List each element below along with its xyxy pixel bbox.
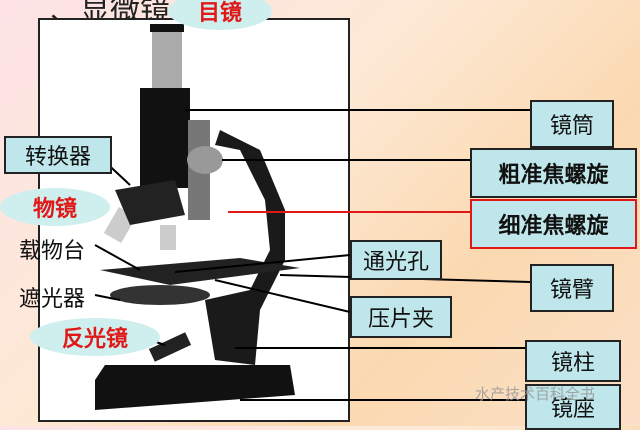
label-eyepiece: 目镜	[168, 0, 272, 30]
label-tube: 镜筒	[530, 100, 614, 148]
label-aperture: 通光孔	[350, 240, 442, 280]
label-stage: 载物台	[18, 239, 85, 264]
label-fine-focus: 细准焦螺旋	[470, 199, 637, 249]
label-clip: 压片夹	[350, 296, 452, 338]
label-nosepiece: 转换器	[4, 136, 112, 174]
coarse-knob	[187, 146, 223, 174]
arm-shape	[205, 130, 285, 365]
label-mirror: 反光镜	[30, 318, 160, 356]
label-diaphragm: 遮光器	[18, 287, 85, 312]
label-pillar: 镜柱	[525, 340, 621, 382]
tube-shape	[140, 88, 190, 188]
label-arm: 镜臂	[530, 264, 614, 312]
label-base: 镜座	[525, 384, 621, 430]
label-coarse-focus: 粗准焦螺旋	[470, 148, 637, 198]
watermark: 水产技术百科全书	[475, 385, 596, 403]
nosepiece-shape	[115, 180, 185, 225]
mirror-shape	[148, 332, 192, 362]
eyepiece-shape	[152, 30, 182, 90]
diaphragm-shape	[110, 285, 210, 305]
label-objective: 物镜	[0, 188, 110, 226]
base-shape	[95, 365, 295, 410]
